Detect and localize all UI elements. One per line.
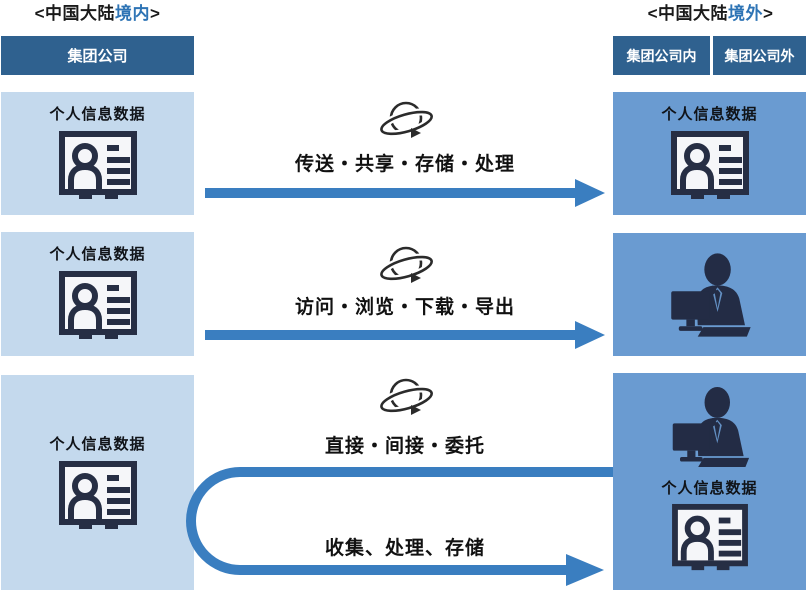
personal-data-card-icon (58, 460, 138, 534)
title-accent-text: 境外 (728, 4, 763, 23)
region-title-domestic: <中国大陆境内> (0, 1, 195, 27)
flow-label-row1: 传送・共享・存储・处理 (294, 154, 515, 175)
region-title-overseas: <中国大陆境外> (613, 1, 808, 27)
overseas-data-box-row3: 个人信息数据 (613, 373, 806, 590)
person-at-computer-icon (672, 387, 749, 467)
header-label: 集团公司外 (724, 47, 795, 64)
arrow-shaft (205, 188, 575, 198)
arrow-head (575, 179, 605, 207)
header-group-company: 集团公司 (1, 36, 194, 75)
globe-rotation-icon (375, 242, 435, 288)
overseas-data-box-row1: 个人信息数据 (613, 92, 806, 215)
flow-arrow-row1 (205, 179, 605, 207)
flow-arrow-row2 (205, 321, 605, 349)
header-group-company-outer: 集团公司外 (713, 36, 806, 75)
data-box-label: 个人信息数据 (661, 480, 758, 497)
title-text: > (150, 4, 161, 23)
data-box-label: 个人信息数据 (49, 436, 146, 453)
globe-rotation-icon (375, 97, 435, 143)
data-box-label: 个人信息数据 (49, 106, 146, 123)
header-label: 集团公司内 (626, 47, 697, 64)
title-accent-text: 境内 (115, 4, 150, 23)
personal-data-card-icon (670, 130, 750, 204)
domestic-data-box-row1: 个人信息数据 (1, 92, 194, 215)
personal-data-card-icon (58, 130, 138, 204)
flow-label-row3: 直接・间接・委托 (324, 436, 485, 457)
personal-data-card-icon (58, 270, 138, 344)
flow-label-row2: 访问・浏览・下载・导出 (294, 297, 515, 318)
data-box-label: 个人信息数据 (49, 246, 146, 263)
title-text: <中国大陆 (647, 4, 728, 23)
header-label: 集团公司 (67, 48, 128, 65)
flow-return-label-row3: 收集、处理、存储 (324, 538, 485, 559)
domestic-data-box-row3: 个人信息数据 (1, 375, 194, 590)
globe-rotation-icon (375, 374, 435, 420)
arrow-shaft (205, 330, 575, 340)
header-group-company-inner: 集团公司内 (613, 36, 710, 75)
data-box-label: 个人信息数据 (661, 106, 758, 123)
personal-data-card-icon (671, 503, 749, 575)
title-text: > (763, 4, 774, 23)
title-text: <中国大陆 (34, 4, 115, 23)
domestic-data-box-row2: 个人信息数据 (1, 232, 194, 356)
overseas-operator-box-row2 (613, 233, 806, 356)
arrow-head (575, 321, 605, 349)
person-at-computer-icon (670, 252, 751, 337)
